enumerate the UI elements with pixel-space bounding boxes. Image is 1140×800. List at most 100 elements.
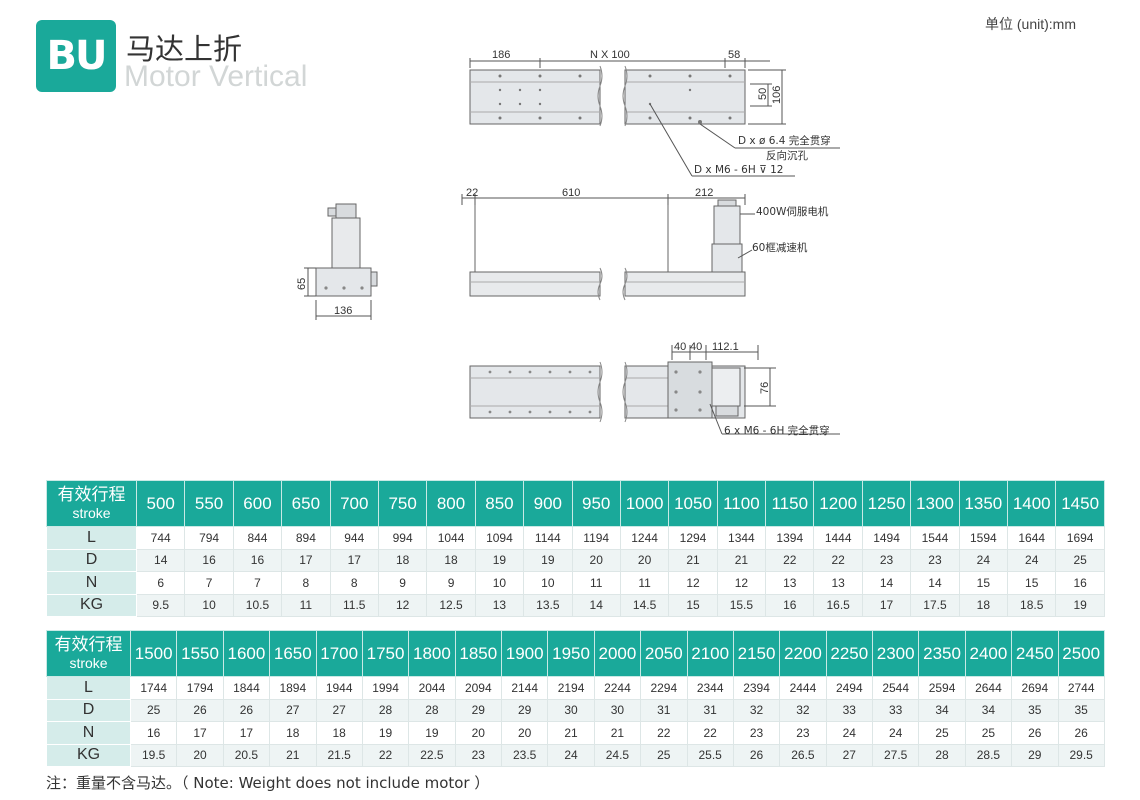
table-cell: 17 [329,548,379,572]
table-cell: 11 [619,571,670,595]
stroke-value-header: 850 [474,480,525,527]
stroke-value-header: 900 [523,480,573,527]
table-cell: 29.5 [1057,743,1105,767]
table-cell: 14 [571,593,621,617]
stroke-value-header: 1100 [716,480,767,527]
stroke-value-header: 2250 [825,630,874,677]
table-cell: 25 [964,721,1013,745]
dim-610: 610 [562,187,580,199]
table-cell: 1944 [315,676,363,700]
table-cell: 21 [547,721,595,745]
unit-label: 单位 (unit):mm [985,16,1076,32]
table-cell: 17.5 [910,593,960,617]
stroke-value-header: 1000 [619,480,670,527]
table-cell: 2444 [779,676,827,700]
table-cell: 9.5 [135,593,186,617]
table-cell: 13.5 [523,593,573,617]
stroke-value-header: 950 [571,480,621,527]
stroke-value-header: 1150 [765,480,815,527]
stroke-value-header: 1350 [958,480,1009,527]
dim-76: 76 [759,382,771,394]
top-view [469,58,840,177]
stroke-value-header: 1450 [1055,480,1105,527]
table-cell: 994 [377,526,428,550]
stroke-value-header: 1750 [361,630,410,677]
table-cell: 18 [377,548,428,572]
table-cell: 28 [408,698,456,722]
table-cell: 844 [232,526,283,550]
row-label: D [46,698,131,722]
table-cell: 19 [408,721,456,745]
table-cell: 24 [958,548,1009,572]
stroke-value-header: 1900 [500,630,549,677]
table-cell: 8 [329,571,379,595]
row-label: N [46,571,137,595]
table-cell: 26 [1011,721,1059,745]
table-cell: 22 [640,721,688,745]
weight-note: 注：重量不含马达。（ Note: Weight does not include… [46,774,490,792]
table-cell: 34 [918,698,966,722]
stroke-value-header: 2350 [918,630,966,677]
table-cell: 13 [474,593,525,617]
table-cell: 20 [571,548,621,572]
table-cell: 17 [176,721,224,745]
table-cell: 14.5 [619,593,670,617]
table-cell: 25 [1055,548,1105,572]
table-cell: 16 [184,548,234,572]
stroke-value-header: 1550 [176,630,224,677]
table-cell: 2394 [732,676,781,700]
table-cell: 10 [184,593,234,617]
stroke-value-header: 1200 [813,480,863,527]
table-cell: 19 [523,548,573,572]
table-cell: 22 [686,721,734,745]
table-cell: 8 [281,571,331,595]
table-cell: 16 [232,548,283,572]
table-cell: 12 [377,593,428,617]
table-cell: 1794 [176,676,224,700]
table-cell: 28.5 [964,743,1013,767]
table-cell: 30 [547,698,595,722]
table-cell: 20.5 [222,743,271,767]
dim-22: 22 [466,187,478,199]
row-label: N [46,721,131,745]
stroke-value-header: 550 [184,480,234,527]
table-cell: 2194 [547,676,595,700]
stroke-header: 有效行程 stroke [46,480,137,527]
table-cell: 20 [454,721,503,745]
stroke-header: 有效行程 stroke [46,630,131,677]
table-cell: 16 [129,721,178,745]
table-cell: 35 [1057,698,1105,722]
table-cell: 20 [619,548,670,572]
table-cell: 33 [871,698,920,722]
stroke-value-header: 1400 [1007,480,1057,527]
table-cell: 1694 [1055,526,1105,550]
dim-136: 136 [334,305,352,317]
table-cell: 25 [640,743,688,767]
table-cell: 1594 [958,526,1009,550]
table-cell: 744 [135,526,186,550]
table-cell: 23 [454,743,503,767]
table-cell: 26 [732,743,781,767]
stroke-value-header: 1500 [129,630,178,677]
stroke-value-header: 1800 [408,630,456,677]
stroke-value-header: 650 [281,480,331,527]
dim-212: 212 [695,187,713,199]
stroke-value-header: 2000 [593,630,642,677]
table-cell: 1894 [269,676,317,700]
stroke-value-header: 2150 [732,630,781,677]
table-cell: 32 [732,698,781,722]
stroke-value-header: 500 [135,480,186,527]
table-cell: 21.5 [315,743,363,767]
table-cell: 29 [1011,743,1059,767]
stroke-value-header: 2300 [871,630,920,677]
table-cell: 794 [184,526,234,550]
drawing-svg: 186 N X 100 58 50 106 D x ø 6.4 完全贯穿 反向沉… [296,49,840,437]
table-cell: 30 [593,698,642,722]
table-cell: 22 [813,548,863,572]
table-cell: 2094 [454,676,503,700]
